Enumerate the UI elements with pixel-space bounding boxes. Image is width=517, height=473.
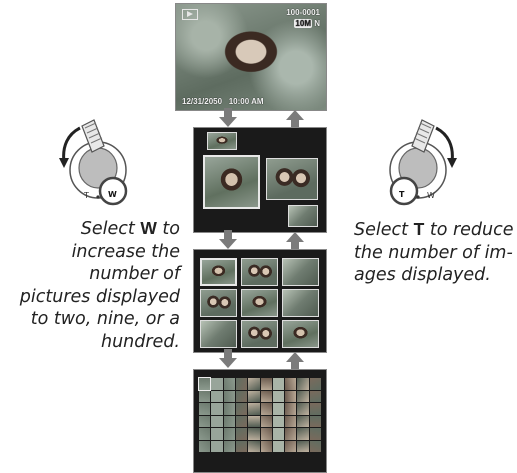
thumbnail [266,158,318,200]
thumbnail [282,289,319,317]
arrow-down-icon [219,230,237,249]
nine-frame-screen [193,249,327,353]
thumbnail-grid [197,377,321,452]
thumbnail-mini [248,440,260,452]
thumbnail-mini [199,428,211,440]
thumbnail-mini [285,378,297,390]
thumbnail-mini [223,428,235,440]
thumbnail [241,258,278,286]
thumbnail-mini [297,390,309,402]
thumbnail-selected [203,155,260,209]
thumbnail-mini [199,440,211,452]
playback-icon [182,9,198,20]
t-key-label: T [413,219,425,239]
thumbnail-mini [272,440,285,452]
thumbnail-mini [272,390,285,402]
thumbnail-mini [235,428,248,440]
thumbnail-mini [309,378,321,390]
thumbnail-mini [297,415,309,427]
thumbnail-mini [272,378,285,390]
arrow-up-icon [286,232,304,251]
zoom-lever-right-icon: T W [389,119,457,206]
thumbnail-mini [211,390,223,402]
thumbnail-mini [211,440,223,452]
thumbnail-mini [199,415,211,427]
thumbnail-mini [285,403,297,415]
thumbnail-mini [223,378,235,390]
hundred-frame-screen [193,369,327,473]
playback-full-frame-screen: 100-0001 10M N 12/31/2050 10:00 AM [175,3,327,111]
arrow-up-icon [286,352,304,371]
thumbnail-mini [297,440,309,452]
thumbnail-mini [297,428,309,440]
thumbnail-mini [235,390,248,402]
two-frame-screen [193,127,327,233]
thumbnail-mini [297,378,309,390]
thumbnail-mini [211,415,223,427]
thumbnail [200,289,237,317]
thumbnail-mini [235,440,248,452]
arrow-up-icon [286,110,304,129]
thumbnail-mini [248,390,260,402]
thumbnail-mini [297,403,309,415]
thumbnail [288,205,318,227]
thumbnail-mini [235,378,248,390]
thumbnail-mini [309,415,321,427]
thumbnail-mini [285,440,297,452]
thumbnail-mini [223,415,235,427]
thumbnail-selected [200,258,237,286]
thumbnail-mini [309,403,321,415]
file-number: 100-0001 [286,8,320,17]
arrow-down-icon [219,108,237,127]
thumbnail-mini [309,440,321,452]
thumbnail-mini [199,403,211,415]
thumbnail-mini [211,403,223,415]
thumbnail-mini [248,415,260,427]
wide-label: W [108,190,117,199]
thumbnail-mini [248,403,260,415]
thumbnail-mini [223,440,235,452]
thumbnail-mini [260,390,272,402]
caption-select-t: Select T to reduce the number of im- age… [354,219,514,285]
image-size-quality: 10M N [294,19,320,28]
thumbnail-mini [248,428,260,440]
thumbnail [200,320,237,348]
thumbnail-mini [285,415,297,427]
thumbnail-mini [285,428,297,440]
thumbnail-mini [272,403,285,415]
thumbnail-mini [272,415,285,427]
thumbnail-mini [223,390,235,402]
thumbnail [241,320,278,348]
thumbnail-mini [211,378,223,390]
thumbnail [207,132,237,150]
zoom-lever-left-icon: T W [59,119,128,206]
thumbnail-mini [211,428,223,440]
thumbnail-mini [260,440,272,452]
tele-label: T [399,190,405,199]
thumbnail [241,289,278,317]
thumbnail-mini [260,415,272,427]
thumbnail-mini [309,428,321,440]
thumbnail-mini [260,403,272,415]
arrow-down-icon [219,349,237,368]
thumbnail-mini [309,390,321,402]
caption-select-w: Select W to increase the number of pictu… [19,218,180,352]
thumbnail-mini [285,390,297,402]
thumbnail-mini [235,415,248,427]
thumbnail-mini [248,378,260,390]
thumbnail-mini [272,428,285,440]
date-time: 12/31/2050 10:00 AM [182,97,264,106]
tele-label: T [83,191,89,200]
thumbnail-mini [235,403,248,415]
thumbnail-mini [260,378,272,390]
thumbnail-mini [197,377,212,391]
w-key-label: W [140,218,157,238]
thumbnail [282,320,319,348]
wide-label: W [427,191,435,200]
thumbnail-mini [199,390,211,402]
thumbnail-mini [223,403,235,415]
thumbnail [282,258,319,286]
thumbnail-mini [260,428,272,440]
